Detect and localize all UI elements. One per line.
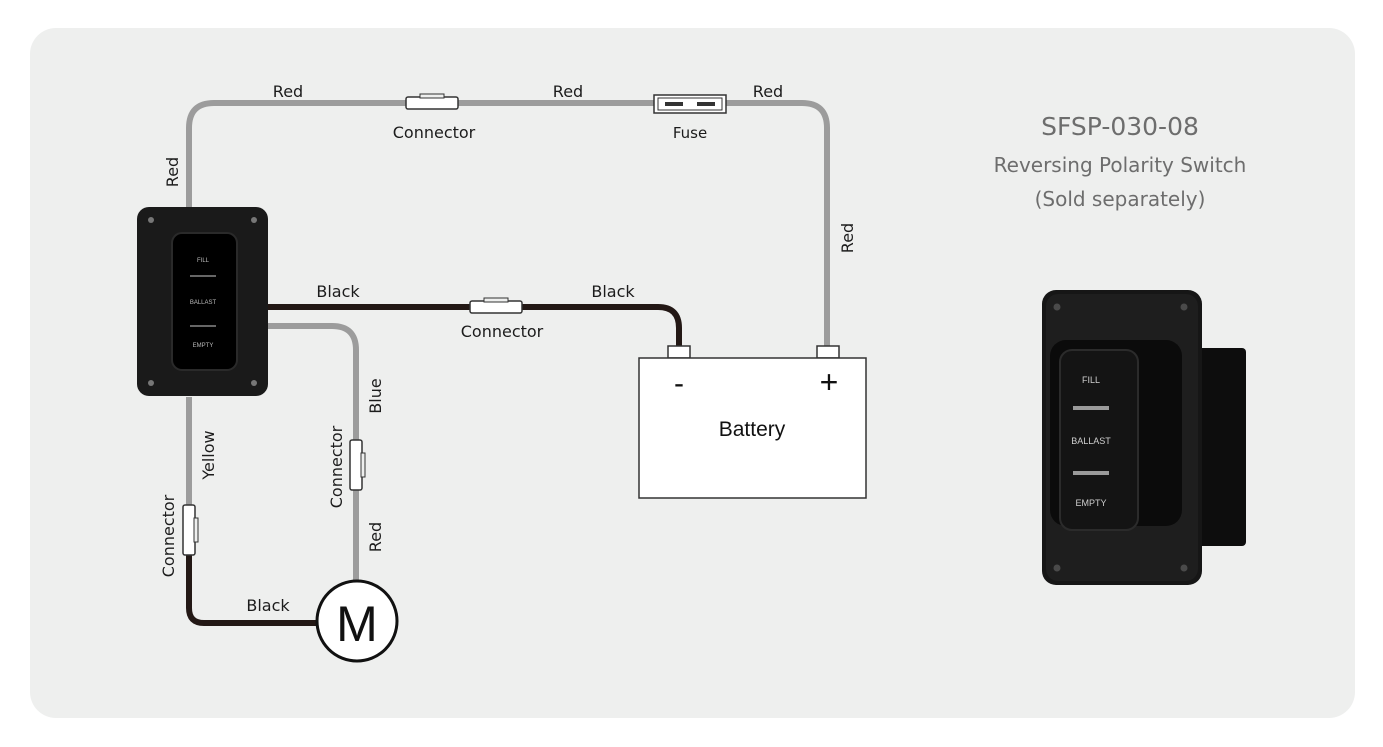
black-wire-motor	[186, 540, 318, 626]
motor-symbol	[315, 579, 399, 663]
label-fuse: Fuse	[673, 124, 707, 142]
switch-fill-label: FILL	[197, 258, 210, 264]
black-wire-battery	[265, 304, 682, 346]
switch-ballast-label: BALLAST	[190, 300, 217, 306]
wire-label-left-vertical: Red	[163, 157, 182, 187]
wire-label-right-vertical: Red	[838, 223, 857, 253]
product-description: Reversing Polarity Switch (Sold separate…	[940, 148, 1300, 216]
battery-positive: +	[820, 364, 839, 400]
wire-label-top-left: Red	[273, 82, 303, 101]
wire-label-top-right: Red	[753, 82, 783, 101]
wire-label-black-bottom: Black	[246, 596, 290, 615]
red-wire-top	[186, 100, 830, 347]
connector-blue	[349, 439, 363, 491]
wire-label-red-lower: Red	[366, 522, 385, 552]
motor-label: M	[336, 596, 378, 652]
switch-product-image	[1042, 290, 1246, 585]
product-fill-label: FILL	[1082, 375, 1100, 385]
label-connector-top: Connector	[393, 123, 476, 142]
connector-top	[405, 96, 459, 110]
product-note: (Sold separately)	[1034, 187, 1206, 211]
blue-red-wire	[268, 323, 359, 580]
label-connector-yellow: Connector	[159, 494, 178, 577]
product-empty-label: EMPTY	[1075, 498, 1106, 508]
label-connector-black: Connector	[461, 322, 544, 341]
battery-negative: -	[674, 367, 684, 400]
fuse-symbol	[653, 94, 727, 114]
wire-label-yellow: Yellow	[199, 430, 218, 480]
switch-diagram	[137, 207, 268, 396]
product-model: SFSP-030-08	[1041, 112, 1199, 141]
wire-label-black-right: Black	[591, 282, 635, 301]
product-name: Reversing Polarity Switch	[993, 153, 1247, 177]
product-ballast-label: BALLAST	[1071, 436, 1111, 446]
battery-label: Battery	[719, 418, 786, 441]
label-connector-blue: Connector	[327, 425, 346, 508]
wire-label-top-mid: Red	[553, 82, 583, 101]
connector-black	[469, 300, 523, 314]
switch-empty-label: EMPTY	[193, 343, 214, 349]
wire-label-blue: Blue	[366, 378, 385, 413]
wire-label-black-left: Black	[316, 282, 360, 301]
connector-yellow	[182, 504, 196, 556]
battery	[638, 345, 867, 499]
